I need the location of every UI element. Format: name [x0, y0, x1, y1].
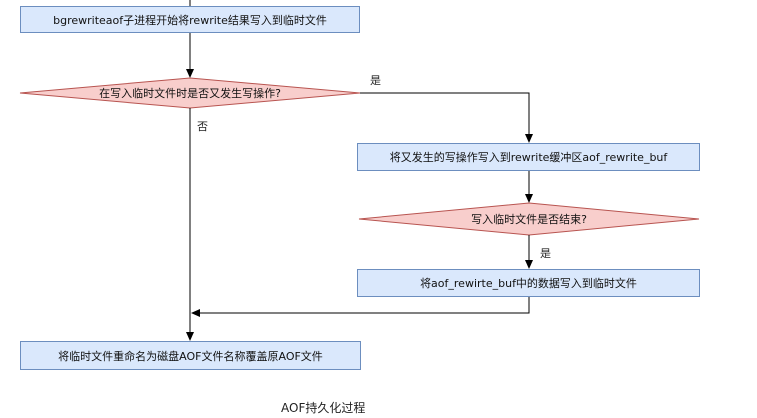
process-write-to-rewrite-buf: 将又发生的写操作写入到rewrite缓冲区aof_rewrite_buf [357, 143, 700, 171]
decision-label-write-finished: 写入临时文件是否结束? [471, 213, 587, 226]
edge-label-yes-1: 是 [370, 74, 381, 87]
decision-diamond-2 [358, 202, 700, 236]
decision-label-write-during-rewrite: 在写入临时文件时是否又发生写操作? [99, 87, 281, 100]
process-flush-rewrite-buf: 将aof_rewirte_buf中的数据写入到临时文件 [357, 269, 700, 297]
edge-label-yes-2: 是 [540, 247, 551, 260]
edge-d1-yes [360, 92, 533, 143]
edge-n3-return [191, 297, 530, 317]
diagram-caption: AOF持久化过程 [281, 401, 366, 415]
edge-label-no-1: 否 [197, 120, 208, 133]
process-rename-temp-file: 将临时文件重命名为磁盘AOF文件名称覆盖原AOF文件 [20, 341, 361, 370]
process-start-rewrite: bgrewriteaof子进程开始将rewrite结果写入到临时文件 [20, 6, 360, 33]
